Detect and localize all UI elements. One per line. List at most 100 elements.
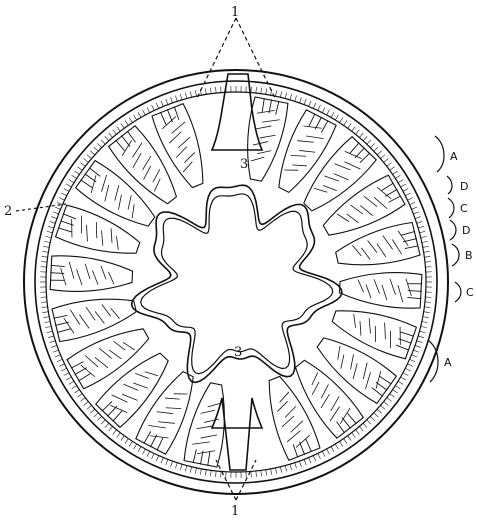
- band-tick: [384, 159, 389, 163]
- label-3-lower: 3: [234, 345, 242, 360]
- band-tick: [161, 458, 163, 464]
- band-tick: [42, 251, 48, 252]
- band-tick: [195, 468, 196, 474]
- band-tick: [423, 317, 429, 318]
- fold-tip: [63, 214, 76, 219]
- band-tick: [401, 377, 406, 380]
- band-tick: [322, 107, 325, 112]
- fold-hatch: [69, 262, 74, 279]
- band-tick: [413, 350, 419, 352]
- band-tick: [152, 453, 155, 458]
- band-tick: [327, 449, 330, 454]
- band-tick: [109, 133, 113, 138]
- band-tick: [41, 262, 47, 263]
- radial-fold: [109, 126, 177, 204]
- band-tick: [412, 207, 418, 209]
- band-tick: [290, 94, 292, 100]
- fold-tip: [321, 120, 328, 132]
- band-tick: [121, 123, 125, 128]
- fold-hatch: [363, 363, 367, 379]
- band-tick: [299, 461, 301, 467]
- band-tick: [109, 426, 113, 431]
- fold-hatch: [116, 236, 118, 250]
- fold-tip: [402, 231, 415, 235]
- fold-hatch: [314, 188, 327, 192]
- band-tick: [64, 188, 69, 191]
- fold-tip: [405, 246, 419, 249]
- band-tick: [403, 373, 408, 376]
- band-tick: [216, 471, 217, 477]
- fold-hatch: [101, 175, 106, 192]
- band-tick: [166, 459, 168, 465]
- fold-hatch: [291, 421, 303, 433]
- band-tick: [113, 430, 117, 435]
- band-tick: [352, 127, 356, 132]
- fold-hatch: [110, 405, 127, 412]
- fold-tip: [167, 109, 172, 122]
- band-tick: [318, 105, 321, 110]
- fold-tip: [407, 297, 421, 298]
- band-tick: [69, 381, 74, 384]
- band-tick: [113, 130, 117, 135]
- bracket-D-upper-mark: [447, 176, 452, 194]
- band-tick: [295, 96, 297, 102]
- fold-hatch: [201, 410, 215, 413]
- radial-fold: [52, 299, 136, 341]
- band-tick: [318, 453, 321, 458]
- band-tick: [407, 364, 412, 367]
- band-tick: [190, 91, 191, 97]
- band-tick: [180, 464, 182, 470]
- fold-hatch: [280, 392, 289, 402]
- fold-tip: [144, 431, 151, 443]
- radial-folds: [40, 86, 432, 478]
- band-tick: [417, 341, 423, 343]
- band-tick: [171, 461, 173, 467]
- band-tick: [166, 99, 168, 105]
- fold-hatch: [374, 197, 387, 209]
- fold-hatch: [162, 117, 176, 129]
- band-tick: [295, 463, 297, 469]
- fold-tip: [51, 265, 65, 266]
- band-tick: [410, 202, 415, 204]
- fold-hatch: [352, 245, 361, 256]
- fold-hatch: [87, 225, 88, 242]
- inner-band: [46, 92, 426, 472]
- fold-hatch: [285, 406, 296, 417]
- fold-hatch: [360, 321, 361, 336]
- band-tick: [45, 326, 51, 327]
- fold-hatch: [341, 354, 344, 368]
- band-tick: [69, 180, 74, 183]
- top-leader-left: [196, 18, 236, 100]
- fold-hatch: [86, 307, 95, 320]
- band-tick: [97, 416, 101, 420]
- band-tick: [422, 322, 428, 323]
- fold-hatch: [351, 354, 354, 369]
- fold-hatch: [383, 236, 393, 250]
- band-tick: [393, 171, 398, 174]
- band-tick: [377, 409, 381, 413]
- band-tick: [418, 336, 424, 338]
- band-tick: [261, 88, 262, 94]
- band-tick: [256, 471, 257, 477]
- band-tick: [147, 107, 150, 112]
- band-tick: [205, 88, 206, 94]
- band-tick: [66, 184, 71, 187]
- band-tick: [424, 307, 430, 308]
- band-tick: [48, 336, 54, 338]
- band-tick: [276, 90, 277, 96]
- fold-hatch: [291, 155, 306, 156]
- radial-fold: [56, 205, 140, 253]
- band-tick: [129, 441, 132, 446]
- outer-ring: [24, 70, 448, 494]
- band-tick: [216, 87, 217, 93]
- band-tick: [117, 127, 121, 132]
- bracket-D-upper: D: [460, 180, 468, 193]
- band-tick: [395, 175, 400, 178]
- band-tick: [147, 451, 150, 456]
- band-tick: [175, 463, 177, 469]
- fold-tip: [403, 239, 417, 242]
- fold-tip: [55, 322, 69, 325]
- fold-tip: [276, 101, 279, 115]
- band-tick: [344, 439, 347, 444]
- fold-hatch: [398, 231, 408, 246]
